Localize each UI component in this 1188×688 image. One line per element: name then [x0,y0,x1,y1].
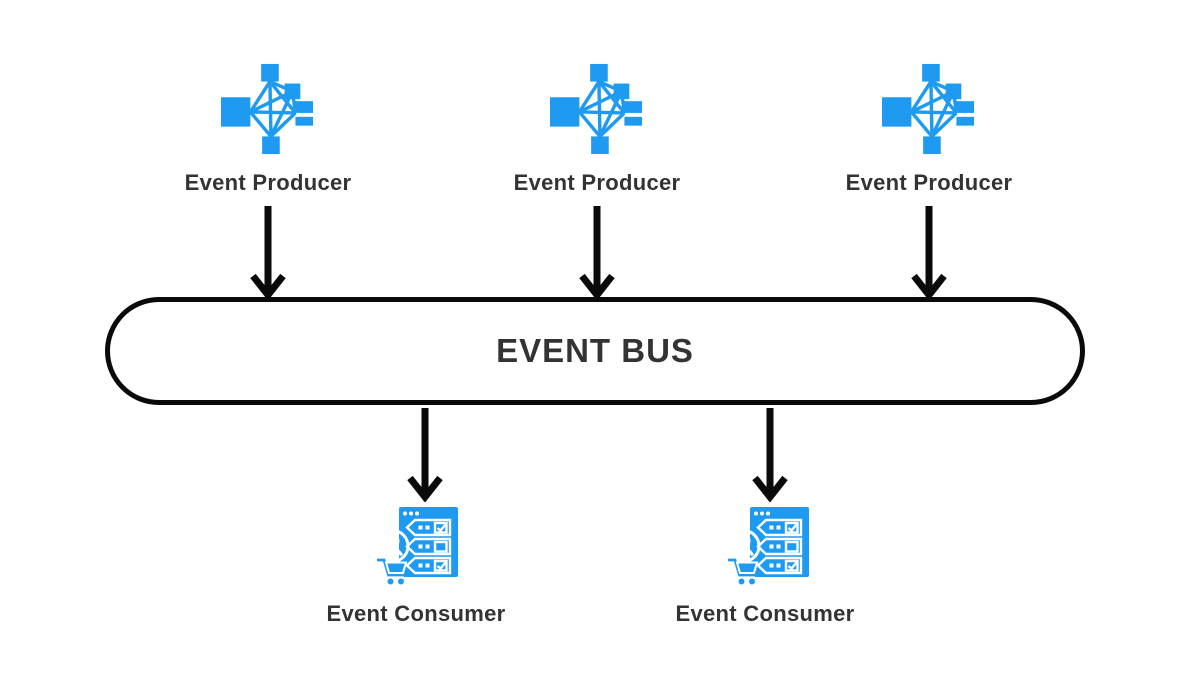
event-bus-label: EVENT BUS [496,332,694,369]
arrow-down-icon [748,405,792,502]
order-list-cart-icon [376,505,460,589]
consumer-label: Event Consumer [326,601,506,626]
order-list-cart-icon [727,505,811,589]
producer-label: Event Producer [184,170,352,195]
arrow-down-icon [403,405,447,502]
network-graph-icon [550,62,644,156]
arrow-down-icon [907,203,951,300]
event-bus: EVENT BUS [105,297,1085,405]
producer-label: Event Producer [845,170,1013,195]
consumer-label: Event Consumer [675,601,855,626]
producer-label: Event Producer [513,170,681,195]
network-graph-icon [882,62,976,156]
network-graph-icon [221,62,315,156]
arrow-down-icon [246,203,290,300]
arrow-down-icon [575,203,619,300]
